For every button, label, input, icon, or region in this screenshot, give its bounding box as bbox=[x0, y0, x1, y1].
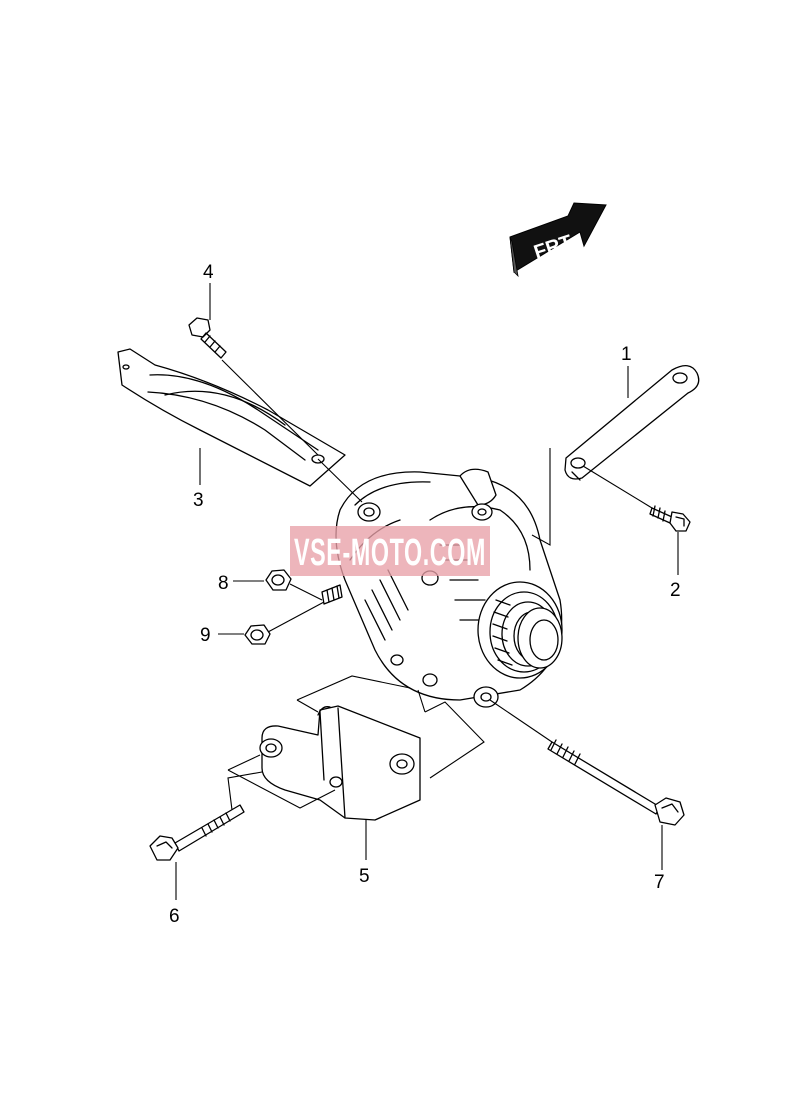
callout-3: 3 bbox=[193, 490, 204, 511]
callout-1: 1 bbox=[621, 344, 632, 365]
leader-lines bbox=[175, 283, 679, 900]
alternator-body bbox=[335, 468, 563, 708]
watermark-text: VSE-MOTO.COM bbox=[294, 532, 486, 574]
part-1-bracket bbox=[564, 365, 700, 481]
callout-9: 9 bbox=[200, 625, 211, 646]
part-5-bracket bbox=[259, 705, 421, 821]
part-6-bolt bbox=[149, 804, 245, 861]
watermark: VSE-MOTO.COM bbox=[290, 526, 490, 576]
part-8-nut bbox=[265, 569, 292, 591]
callout-2: 2 bbox=[670, 580, 681, 601]
callout-7: 7 bbox=[654, 872, 665, 893]
part-3-bracket bbox=[117, 348, 346, 487]
part-7-bolt bbox=[547, 739, 685, 826]
callout-8: 8 bbox=[218, 573, 229, 594]
part-2-bolt bbox=[649, 505, 691, 532]
stud bbox=[321, 584, 343, 605]
front-direction-arrow-icon: FRT bbox=[509, 202, 607, 278]
callout-5: 5 bbox=[359, 866, 370, 887]
callout-6: 6 bbox=[169, 906, 180, 927]
callout-4: 4 bbox=[203, 262, 214, 283]
part-4-bolt bbox=[188, 317, 227, 359]
part-9-nut bbox=[244, 624, 271, 645]
